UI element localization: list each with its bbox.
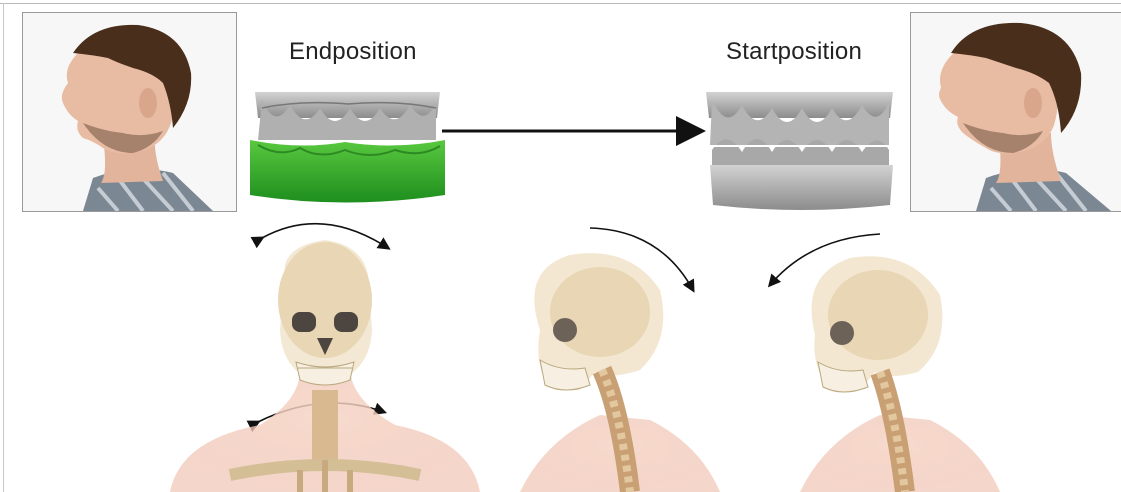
dental-model-start (706, 92, 893, 210)
skeleton-side-view-end (520, 253, 720, 492)
skeleton-front-view (170, 240, 480, 492)
dental-model-end (250, 92, 445, 203)
skeleton-side-view-start (800, 256, 1000, 492)
